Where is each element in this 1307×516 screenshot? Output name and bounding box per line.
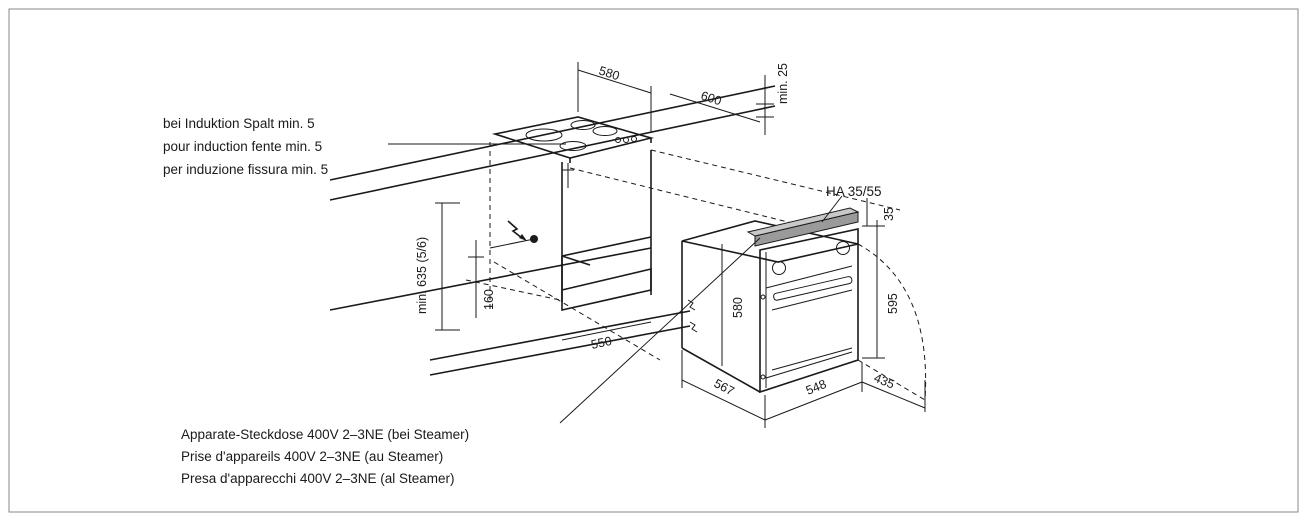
door-swing-base (857, 359, 926, 401)
cooktop (491, 116, 655, 163)
dim-door-clearance: 435 (872, 371, 897, 392)
induction-note-fr: pour induction fente min. 5 (163, 139, 322, 154)
induction-note-de: bei Induktion Spalt min. 5 (163, 116, 315, 131)
dim-hob-width: 580 (597, 64, 621, 84)
dim-oven-depth: 567 (712, 376, 737, 398)
induction-note: bei Induktion Spalt min. 5 pour inductio… (163, 116, 328, 177)
dim-niche-height: min. 635 (5/6) (415, 237, 429, 314)
socket-note-it: Presa d'apparecchi 400V 2–3NE (al Steame… (181, 471, 454, 486)
door-swing-arc (857, 243, 927, 401)
dim-ha-height: 35 (882, 207, 896, 221)
dim-counter-depth: 600 (699, 89, 723, 109)
induction-note-it: per induzione fissura min. 5 (163, 162, 328, 177)
socket-leader (559, 237, 761, 424)
niche (329, 142, 901, 376)
socket-note-de: Apparate-Steckdose 400V 2–3NE (bei Steam… (181, 427, 469, 442)
diagram-frame (8, 8, 1299, 513)
dim-counter-min: min. 25 (776, 63, 790, 104)
socket-note: Apparate-Steckdose 400V 2–3NE (bei Steam… (181, 427, 469, 486)
socket-symbol (489, 220, 538, 249)
socket-note-fr: Prise d'appareils 400V 2–3NE (au Steamer… (181, 449, 443, 464)
oven (681, 220, 859, 394)
dim-oven-width: 548 (804, 377, 829, 398)
dim-oven-height-body: 580 (731, 297, 745, 318)
ha-label: HA 35/55 (826, 184, 882, 199)
dim-niche-width: 550 (590, 334, 613, 352)
dimension-lines (435, 62, 926, 428)
dim-socket-height: 160 (482, 289, 496, 310)
ha-leader (821, 195, 843, 223)
dim-oven-height-front: 595 (886, 293, 900, 314)
